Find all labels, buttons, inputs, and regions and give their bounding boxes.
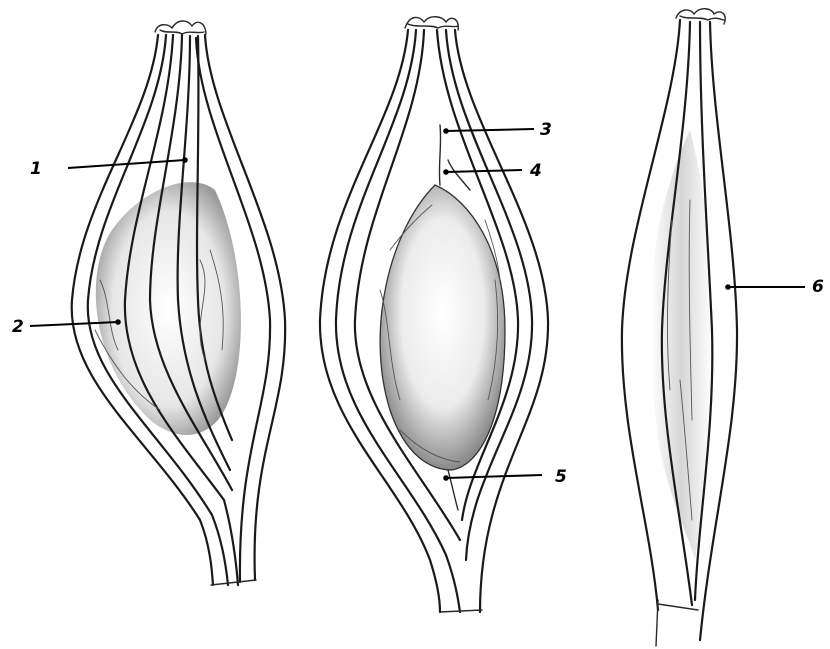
figure-right-spindle — [622, 9, 737, 646]
label-3: 3 — [540, 120, 552, 140]
label-4: 4 — [529, 161, 542, 181]
label-5: 5 — [555, 467, 567, 487]
label-6-group: 6 — [725, 277, 824, 297]
label-5-group: 5 — [443, 467, 567, 487]
label-4-group: 4 — [443, 161, 542, 181]
label-3-group: 3 — [443, 120, 552, 140]
label-1: 1 — [30, 159, 42, 179]
label-2: 2 — [12, 317, 24, 337]
figure-left-spindle — [72, 21, 285, 585]
label-6: 6 — [812, 277, 824, 297]
figure-middle-spindle — [320, 17, 548, 612]
